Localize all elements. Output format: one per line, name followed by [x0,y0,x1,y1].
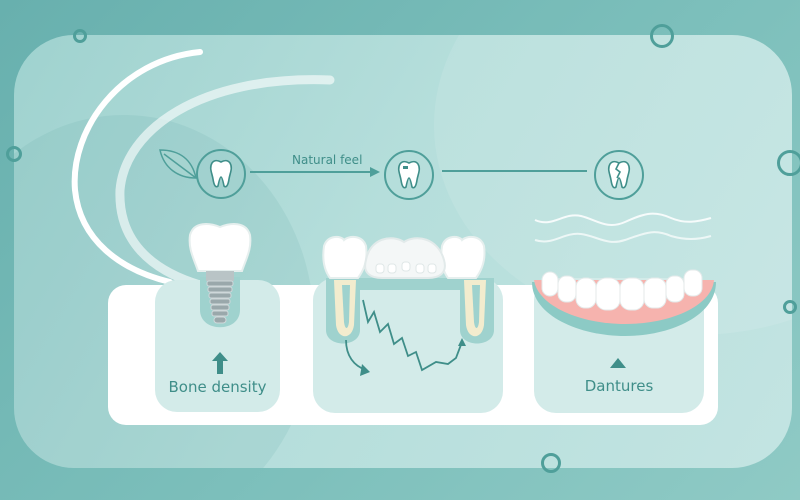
leaf-icon [159,149,197,179]
bracket-tooth-icon-circle [384,150,434,200]
tooth-with-bracket-icon [397,160,421,189]
healthy-tooth-icon-circle [196,149,246,199]
decorative-ring [6,146,22,162]
cracked-tooth-icon [607,160,631,189]
up-triangle-icon [610,358,626,368]
decorative-ring [777,150,800,176]
dental-bridge-illustration [322,235,494,376]
flow-arrow [250,167,380,177]
up-arrow-icon [212,352,228,374]
decorative-ring [541,453,561,473]
flow-line [442,170,587,172]
denture-arch-illustration [532,269,716,336]
wavy-lines-decoration [534,212,712,243]
dentures-label: Dantures [584,377,654,395]
healthy-tooth-icon [209,159,233,188]
decorative-ring [650,24,674,48]
natural-feel-label: Natural feel [292,153,363,167]
decorative-ring [73,29,87,43]
cracked-tooth-icon-circle [594,150,644,200]
bone-density-label: Bone density [168,378,267,396]
decorative-ring [783,300,797,314]
dental-implant-illustration [188,223,252,328]
